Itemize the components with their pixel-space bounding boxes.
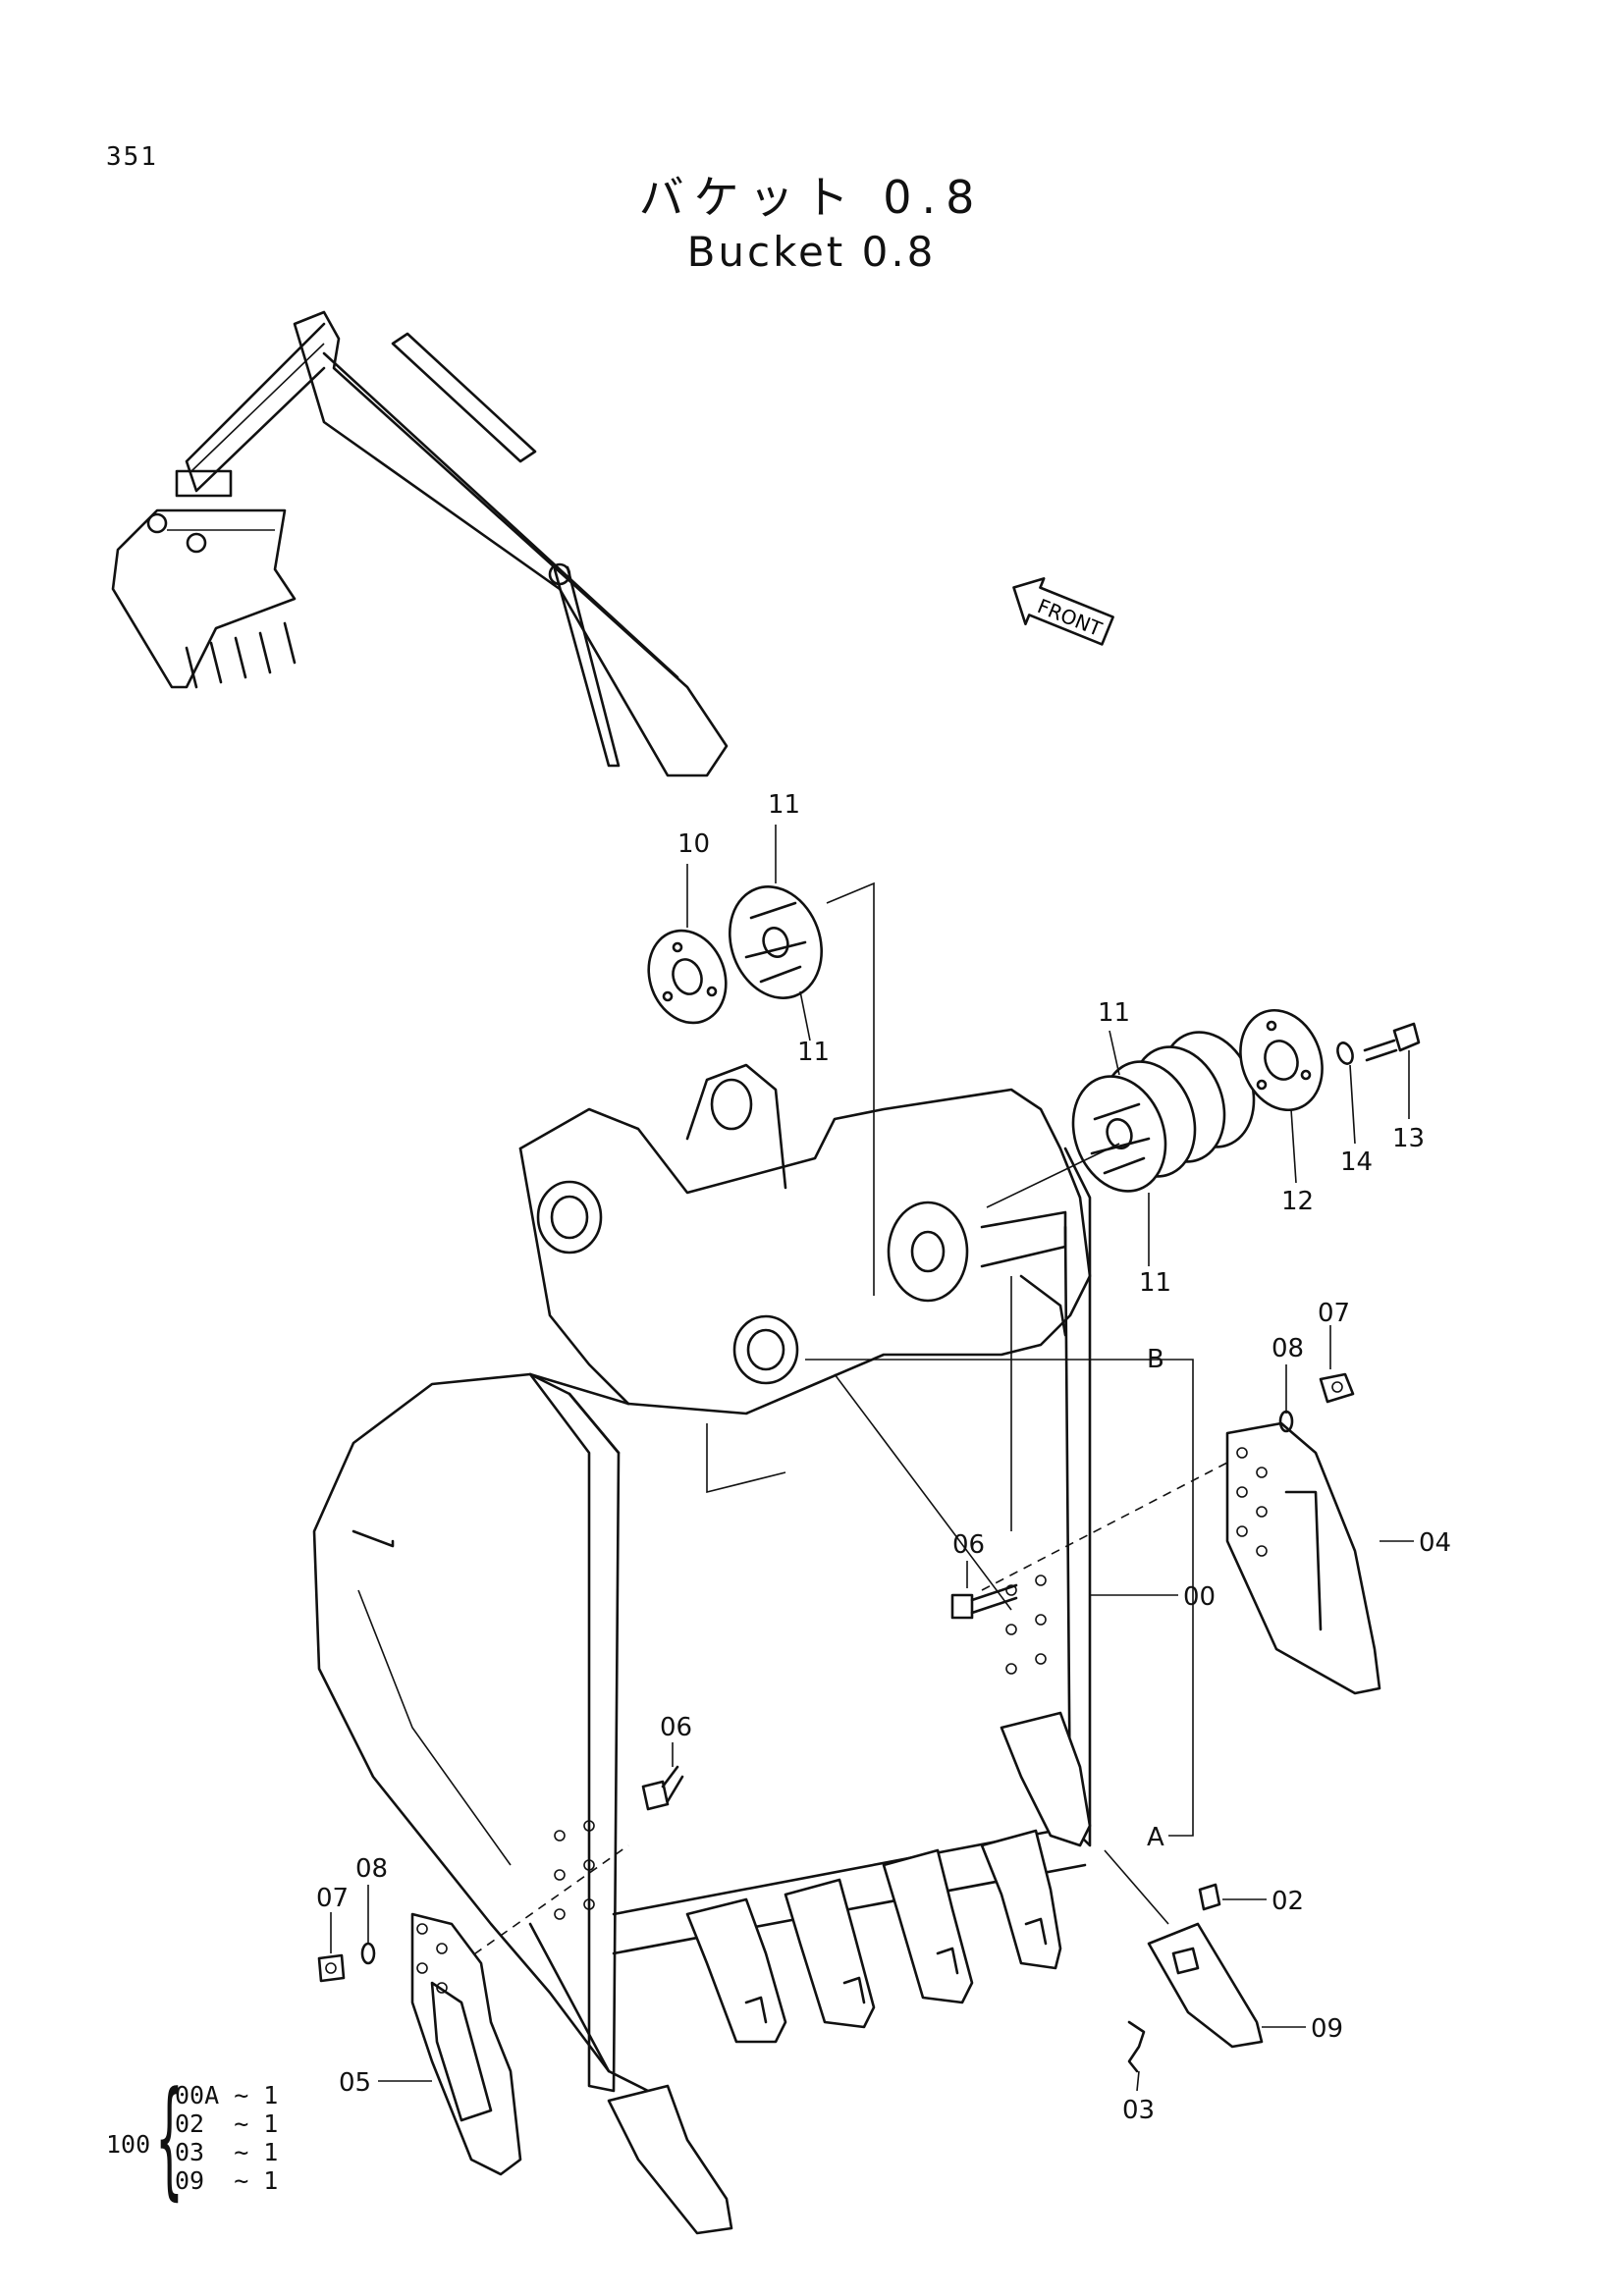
callout-10: 10 xyxy=(677,829,710,859)
quantity-row: 02 ~ 1 xyxy=(175,2109,279,2138)
part-09-teeth-row xyxy=(607,1711,1092,2235)
callout-05: 05 xyxy=(339,2068,371,2098)
part-04-side-cutter-right xyxy=(1225,1421,1381,1695)
part-07-nut-left xyxy=(317,1953,346,1983)
leader-lines xyxy=(330,825,1414,2092)
part-13-bolt xyxy=(1363,1022,1421,1062)
part-06-bolt-left xyxy=(641,1765,684,1811)
part-08-washer-left xyxy=(360,1942,376,1965)
part-14-washer xyxy=(1336,1041,1354,1065)
part-05-side-cutter-left xyxy=(410,1912,522,2176)
callout-13: 13 xyxy=(1392,1124,1425,1153)
brace-icon: { xyxy=(155,2063,184,2213)
callout-03: 03 xyxy=(1122,2096,1155,2125)
callout-07: 07 xyxy=(316,1884,349,1913)
part-11-shim-left xyxy=(728,885,824,999)
callout-11: 11 xyxy=(797,1038,830,1067)
callout-04: 04 xyxy=(1419,1528,1451,1558)
callout-14: 14 xyxy=(1340,1148,1373,1177)
part-03-lock xyxy=(1127,2020,1146,2073)
part-07-nut-right xyxy=(1319,1372,1355,1404)
front-direction-arrow: FRONT xyxy=(1012,577,1114,646)
part-11-shim-stack-right xyxy=(1071,1031,1256,1193)
callout-07: 07 xyxy=(1318,1299,1350,1328)
excavator-arm-inset xyxy=(111,310,729,777)
callout-08: 08 xyxy=(1271,1334,1304,1363)
part-09-tooth-detail xyxy=(1147,1922,1264,2049)
part-02-pin xyxy=(1198,1883,1221,1911)
callout-labels: 10 11 11 11 11 12 13 14 B A 07 08 04 06 … xyxy=(316,790,1451,2125)
part-06-bolt-right xyxy=(950,1583,1018,1620)
front-label: FRONT xyxy=(1034,594,1106,641)
callout-12: 12 xyxy=(1281,1187,1314,1216)
quantity-row: 00A ~ 1 xyxy=(175,2081,279,2109)
callout-a: A xyxy=(1147,1823,1164,1852)
callout-11: 11 xyxy=(1098,998,1130,1028)
part-12-plate xyxy=(1239,1008,1324,1112)
callout-09: 09 xyxy=(1311,2014,1343,2044)
callout-06: 06 xyxy=(660,1713,692,1742)
quantity-row: 09 ~ 1 xyxy=(175,2166,279,2195)
callout-06: 06 xyxy=(952,1530,985,1560)
quantity-rows: 00A ~ 1 02 ~ 1 03 ~ 1 09 ~ 1 xyxy=(175,2081,278,2195)
quantity-group-prefix: 100 xyxy=(106,2130,151,2159)
part-10-plate xyxy=(647,929,728,1025)
title-japanese: バケット 0.8 xyxy=(638,171,985,224)
assembly-guide-lines xyxy=(460,881,1228,1964)
page-number: 351 xyxy=(106,142,158,172)
callout-11: 11 xyxy=(1139,1268,1171,1298)
callout-11: 11 xyxy=(768,790,800,820)
callout-00: 00 xyxy=(1183,1582,1216,1612)
callout-08: 08 xyxy=(355,1854,388,1884)
callout-b: B xyxy=(1147,1345,1164,1374)
title-english: Bucket 0.8 xyxy=(686,228,937,276)
callout-02: 02 xyxy=(1271,1887,1304,1916)
quantity-row: 03 ~ 1 xyxy=(175,2138,279,2166)
